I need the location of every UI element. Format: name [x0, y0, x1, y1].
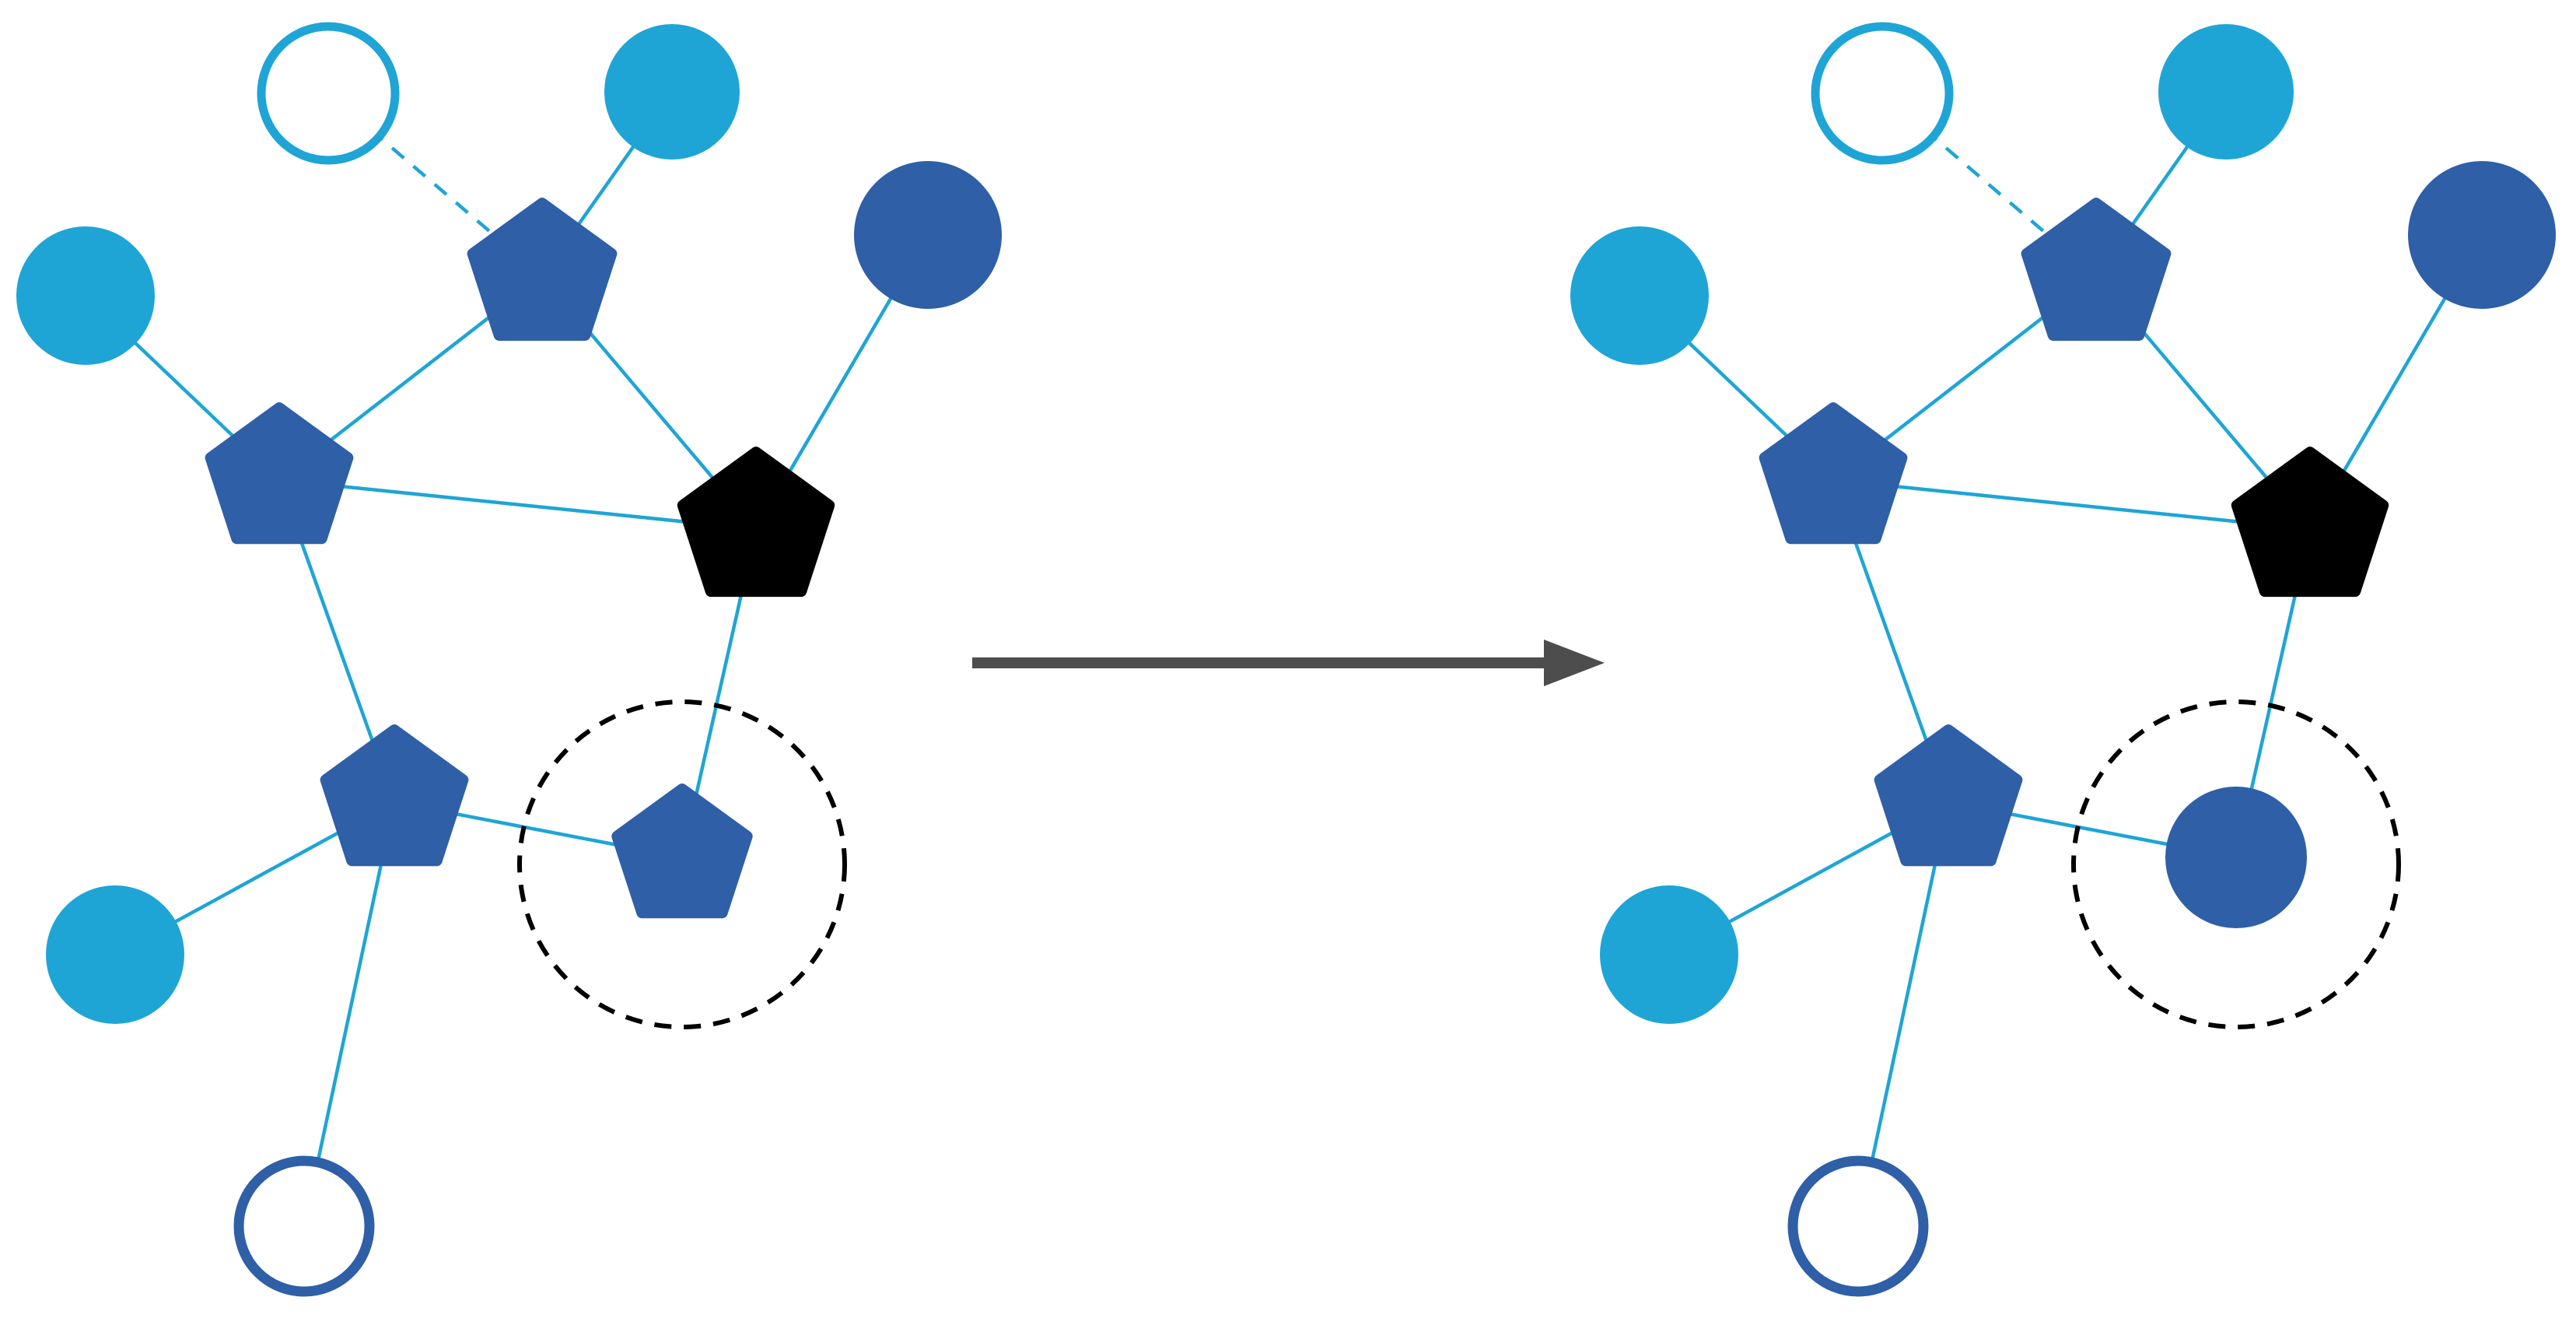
highlight-dashed-circle: [2071, 699, 2401, 1029]
graph-after: [1570, 22, 2556, 1297]
blue-circle-node-upper-right: [854, 161, 1002, 309]
cyan-circle-node-left: [1570, 226, 1709, 365]
blue-pentagon-node-top: [2021, 198, 2172, 341]
hollow-cyan-circle-node-top-left: [257, 22, 400, 165]
graph-before: [16, 22, 1002, 1297]
hollow-blue-circle-node-bottom: [233, 1155, 375, 1297]
blue-circle-node-upper-right: [2408, 161, 2556, 309]
black-pentagon-node-center: [2231, 447, 2389, 598]
highlighted-circle-node: [2165, 787, 2307, 928]
cyan-circle-node-top: [604, 24, 740, 159]
edge-n8-n11: [1856, 801, 1951, 1227]
transform-arrow: [972, 640, 1605, 686]
highlighted-pentagon-node: [611, 783, 753, 919]
blue-pentagon-node-left: [205, 402, 354, 545]
edge-n8-n11: [302, 801, 397, 1227]
hollow-cyan-circle-node-top-left: [1811, 22, 1954, 165]
black-pentagon-node-center: [677, 447, 835, 598]
blue-pentagon-node-lower-left: [320, 724, 469, 867]
cyan-circle-node-bottom-left: [1600, 885, 1738, 1024]
edge-n6-n7: [278, 478, 757, 531]
highlight-dashed-circle: [517, 699, 847, 1029]
arrow-head: [1544, 640, 1605, 686]
blue-pentagon-node-top: [467, 198, 618, 341]
cyan-circle-node-left: [16, 226, 155, 365]
cyan-circle-node-top: [2158, 24, 2294, 159]
cyan-circle-node-bottom-left: [46, 885, 184, 1024]
hollow-blue-circle-node-bottom: [1787, 1155, 1929, 1297]
blue-pentagon-node-lower-left: [1874, 724, 2023, 867]
edge-n6-n7: [1832, 478, 2311, 531]
blue-pentagon-node-left: [1759, 402, 1908, 545]
